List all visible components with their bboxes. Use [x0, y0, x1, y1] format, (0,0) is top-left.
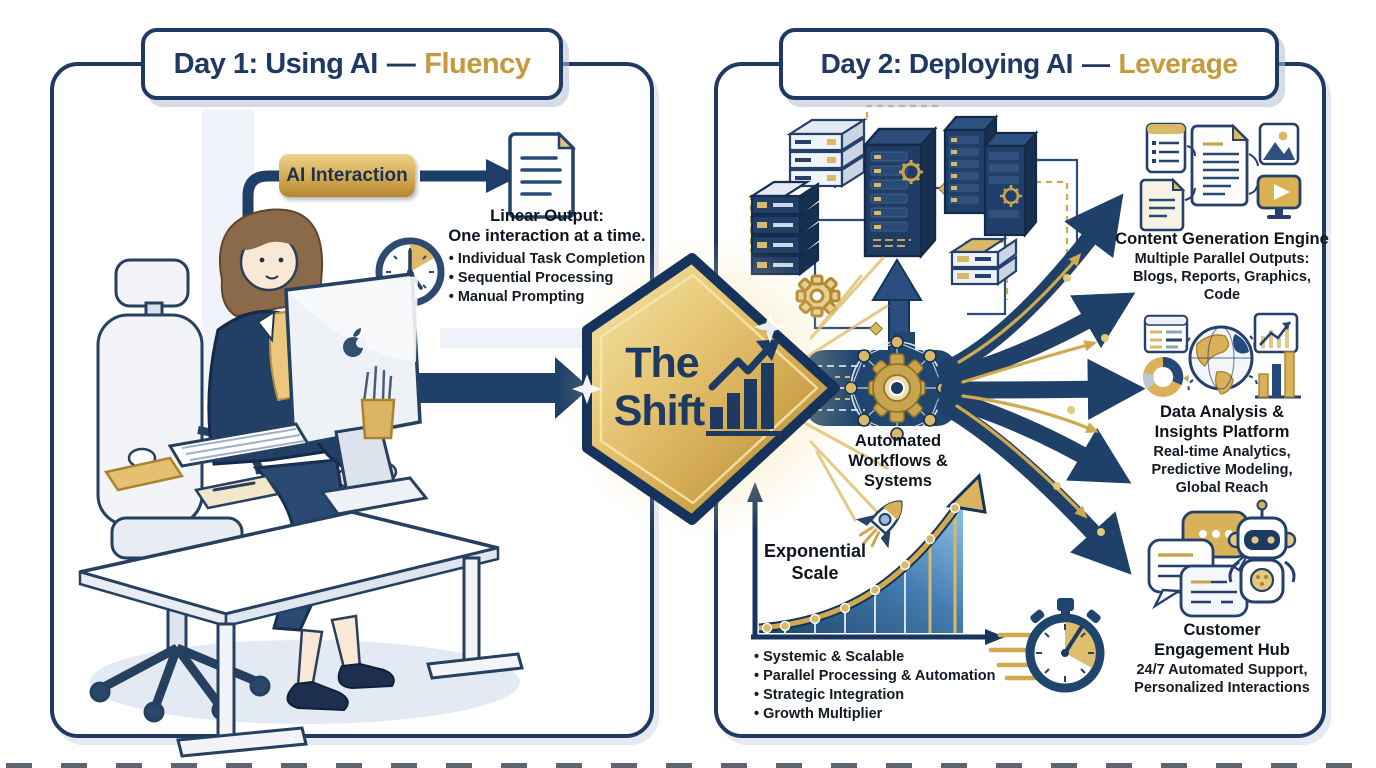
- shift-arrow: The Shift: [558, 238, 858, 538]
- keyboard: [167, 422, 311, 468]
- content-generation-icons: [1139, 122, 1302, 232]
- robot-icon: [1227, 499, 1297, 604]
- image-icon: [1258, 122, 1300, 166]
- bullet-item: Growth Multiplier: [754, 705, 995, 724]
- bullet-item: Strategic Integration: [754, 686, 995, 705]
- desk: [78, 510, 524, 758]
- shift-line1: The: [625, 339, 699, 387]
- day2-title-accent: Leverage: [1118, 48, 1238, 79]
- notebook-and-pen: [193, 474, 281, 510]
- hub-gear-icon: [868, 353, 926, 423]
- table-icon: [1143, 314, 1189, 354]
- server-stack-small: [948, 237, 1018, 287]
- icon-connectors: [1184, 145, 1259, 201]
- list-icon: [1145, 122, 1187, 174]
- content-generation-block: Content Generation Engine Multiple Paral…: [1112, 229, 1332, 304]
- day1-title: Day 1: Using AI: [173, 47, 379, 80]
- customer-engagement-icons: [1147, 499, 1297, 618]
- linear-output-block: Linear Output:One interaction at a time.…: [434, 206, 660, 307]
- linear-output-bullets: Individual Task Completion Sequential Pr…: [449, 250, 646, 307]
- bottom-dashed-edge: [6, 763, 1372, 768]
- bullet-item: Sequential Processing: [449, 269, 646, 288]
- globe-icon: [1188, 325, 1254, 395]
- sparkle-icon: [572, 374, 602, 404]
- connector-elbow: [242, 170, 286, 321]
- server-rack-left: [748, 180, 820, 277]
- data-analysis-block: Data Analysis &Insights Platform Real-ti…: [1112, 402, 1332, 497]
- stopwatch-icon: [988, 598, 1105, 693]
- icon-connectors-2: [1185, 335, 1258, 391]
- document-small-icon: [1139, 177, 1186, 232]
- exponential-bullets-block: Systemic & Scalable Parallel Processing …: [754, 644, 1004, 723]
- linear-output-heading: Linear Output:One interaction at a time.: [448, 207, 646, 246]
- day2-title: Day 2: Deploying AI: [820, 48, 1074, 79]
- bar-chart-icon: [1255, 351, 1301, 399]
- pencil-cup: [360, 365, 396, 440]
- server-tower-b: [982, 129, 1039, 239]
- output-desc: Real-time Analytics,Predictive Modeling,…: [1151, 444, 1293, 496]
- video-icon: [1256, 174, 1302, 219]
- gear-emblem: [899, 160, 923, 184]
- output-desc: 24/7 Automated Support,Personalized Inte…: [1134, 662, 1310, 696]
- document-large-icon: [1190, 123, 1250, 207]
- server-tower-main: [862, 125, 938, 260]
- bullet-item: Parallel Processing & Automation: [754, 667, 995, 686]
- exponential-bullets: Systemic & Scalable Parallel Processing …: [754, 648, 995, 723]
- shift-line2: Shift: [614, 387, 705, 435]
- server-rack-light: [786, 117, 868, 189]
- sparkle-icon-2: [754, 311, 786, 343]
- bullet-item: Individual Task Completion: [449, 250, 645, 269]
- exponential-chart: [747, 472, 1005, 645]
- data-analysis-icons: [1143, 312, 1301, 399]
- bullet-item: Manual Prompting: [449, 288, 646, 307]
- day2-header: Day 2: Deploying AI—Leverage: [779, 28, 1279, 100]
- apple-logo: [343, 328, 366, 357]
- gold-speckles: [1053, 274, 1109, 536]
- output-title: Data Analysis &Insights Platform: [1154, 403, 1290, 442]
- line-chart-icon: [1253, 312, 1299, 354]
- interaction-arrow: [420, 159, 520, 193]
- gold-notepad: [103, 456, 185, 492]
- gold-accent-arrows: [955, 253, 1099, 519]
- donut-chart-icon: [1143, 357, 1189, 397]
- output-title: Content Generation Engine: [1115, 230, 1329, 248]
- day1-title-accent: Fluency: [424, 47, 531, 80]
- output-desc: Multiple Parallel Outputs:Blogs, Reports…: [1132, 251, 1312, 303]
- day1-header: Day 1: Using AI—Fluency: [141, 28, 563, 100]
- gear-emblem-b: [1000, 185, 1022, 207]
- ai-interaction-label: AI Interaction: [279, 154, 415, 197]
- bullet-item: Systemic & Scalable: [754, 648, 995, 667]
- day1-scene-illustration: [78, 110, 646, 758]
- day2-scene-illustration: [747, 104, 1302, 693]
- document-icon: [508, 130, 577, 219]
- growth-chart-icon: [706, 339, 782, 436]
- rocket-icon: [855, 500, 903, 549]
